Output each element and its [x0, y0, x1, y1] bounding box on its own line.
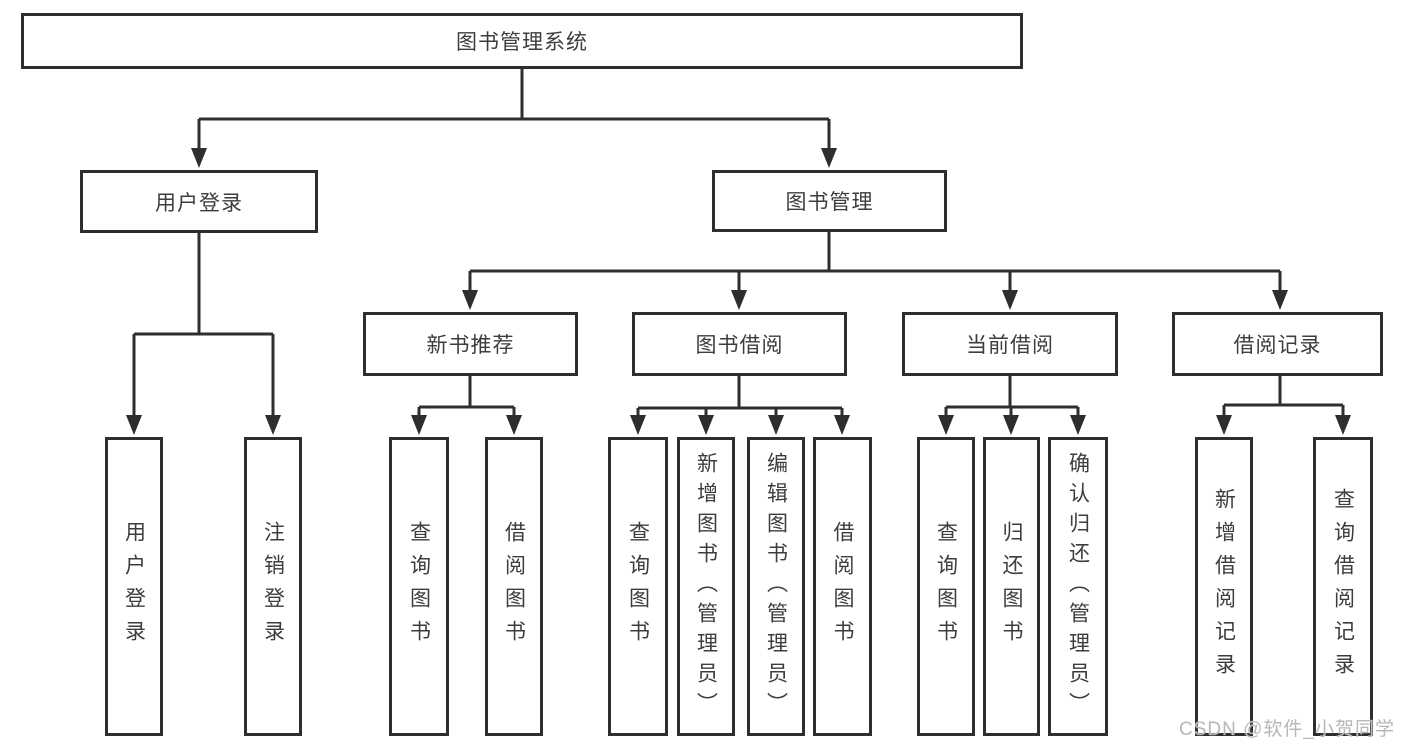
node-label: 借阅记录 — [1233, 334, 1322, 357]
connector-user-login-to-leaves — [132, 233, 275, 419]
connector-book-management-to-level3 — [468, 232, 1282, 293]
connector-records-to-leaves — [1222, 376, 1345, 419]
node-leaf-return-books: 归还图书 — [983, 437, 1040, 736]
leaf-label: 查询图书 — [407, 520, 431, 653]
leaf-label: 注销登录 — [261, 520, 285, 653]
leaf-label: 查询图书 — [934, 520, 958, 653]
node-label: 新书推荐 — [426, 334, 515, 357]
node-new-book-recommend: 新书推荐 — [363, 312, 578, 376]
leaf-label: 新增借阅记录 — [1212, 487, 1236, 686]
node-leaf-query-books-borrowing: 查询图书 — [608, 437, 668, 736]
leaf-label: 借阅图书 — [502, 520, 526, 653]
node-leaf-borrow-books-borrowing: 借阅图书 — [813, 437, 872, 736]
leaf-label: 归还图书 — [1000, 520, 1023, 653]
leaf-label: 用户登录 — [122, 520, 146, 653]
watermark: CSDN @软件_小贺同学 — [1179, 719, 1395, 740]
node-leaf-add-borrow-record: 新增借阅记录 — [1195, 437, 1253, 736]
node-leaf-query-books-current: 查询图书 — [917, 437, 975, 736]
node-leaf-add-books-admin: 新增图书（管理员） — [677, 437, 735, 736]
node-label: 图书管理 — [785, 191, 874, 214]
node-leaf-confirm-return-admin: 确认归还（管理员） — [1048, 437, 1108, 736]
connector-borrowing-to-leaves — [636, 376, 844, 419]
leaf-label: 借阅图书 — [831, 520, 854, 653]
connector-current-to-leaves — [944, 376, 1080, 419]
connector-root-to-level2 — [197, 69, 831, 152]
node-book-borrowing: 图书借阅 — [632, 312, 847, 376]
node-leaf-query-borrow-record: 查询借阅记录 — [1313, 437, 1373, 736]
node-leaf-query-books-recommend: 查询图书 — [389, 437, 449, 736]
node-current-borrowing: 当前借阅 — [902, 312, 1118, 376]
leaf-label: 新增图书（管理员） — [694, 451, 718, 722]
arrowheads — [126, 148, 1351, 435]
node-label: 图书管理系统 — [456, 31, 588, 54]
node-root-library-management-system: 图书管理系统 — [21, 13, 1023, 69]
node-book-management: 图书管理 — [712, 170, 947, 232]
leaf-label: 确认归还（管理员） — [1066, 451, 1090, 722]
node-leaf-logout: 注销登录 — [244, 437, 302, 736]
node-borrow-records: 借阅记录 — [1172, 312, 1383, 376]
node-leaf-edit-books-admin: 编辑图书（管理员） — [747, 437, 805, 736]
node-leaf-borrow-books-recommend: 借阅图书 — [485, 437, 543, 736]
leaf-label: 查询图书 — [626, 520, 650, 653]
node-label: 图书借阅 — [695, 334, 784, 357]
leaf-label: 查询借阅记录 — [1331, 487, 1355, 686]
node-user-login: 用户登录 — [80, 170, 318, 233]
node-label: 用户登录 — [155, 191, 243, 215]
node-label: 当前借阅 — [966, 334, 1054, 357]
connector-recommend-to-leaves — [417, 376, 516, 419]
node-leaf-user-login: 用户登录 — [105, 437, 163, 736]
leaf-label: 编辑图书（管理员） — [764, 451, 788, 722]
